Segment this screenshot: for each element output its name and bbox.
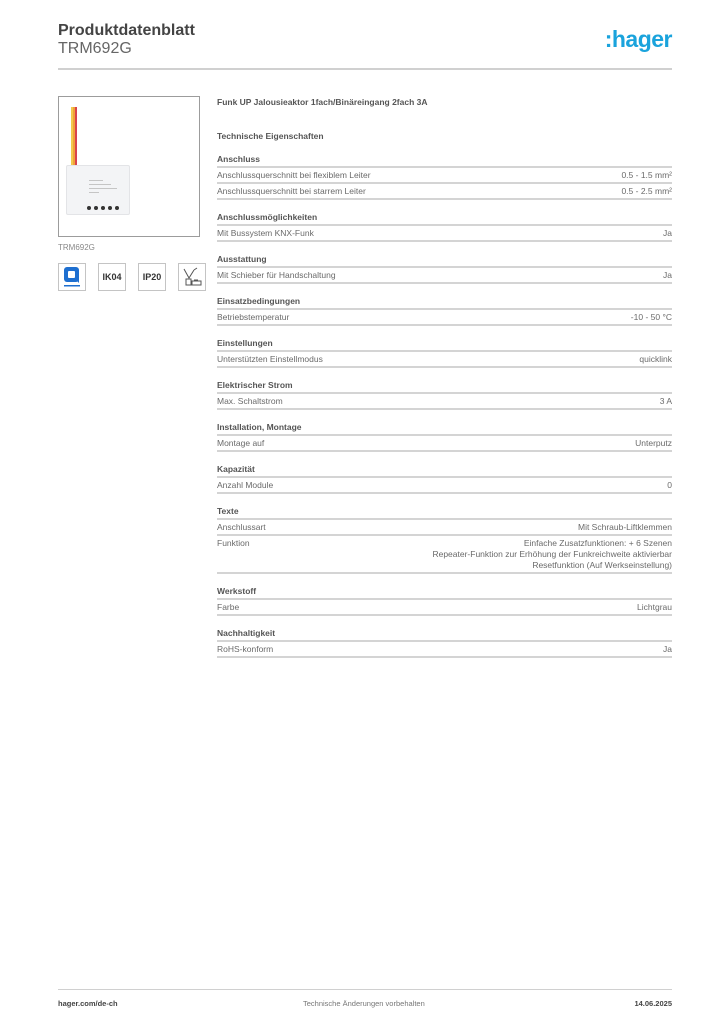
product-code: TRM692G [58,40,132,57]
spec-value: 0 [667,480,672,490]
spec-label: Mit Bussystem KNX-Funk [217,228,314,238]
header-divider [58,68,672,70]
spec-row: Max. Schaltstrom 3 A [217,394,672,410]
spec-label: Anschlussart [217,522,266,532]
spec-row: Mit Bussystem KNX-Funk Ja [217,226,672,242]
group-title: Anschlussmöglichkeiten [217,212,672,226]
spec-label: Anschlussquerschnitt bei starrem Leiter [217,186,366,196]
spec-row: Unterstützten Einstellmodus quicklink [217,352,672,368]
spec-row: Mit Schieber für Handschaltung Ja [217,268,672,284]
group-title: Einstellungen [217,338,672,352]
spec-value: Ja [663,644,672,654]
footer-notice: Technische Änderungen vorbehalten [303,999,425,1008]
spec-label: Anzahl Module [217,480,274,490]
spec-row: RoHS-konform Ja [217,642,672,658]
group-title: Kapazität [217,464,672,478]
terminal-screw [94,206,98,210]
spec-row: Anschlussquerschnitt bei flexiblem Leite… [217,168,672,184]
spec-value: Unterputz [635,438,672,448]
spec-label: Anschlussquerschnitt bei flexiblem Leite… [217,170,371,180]
spec-value: Ja [663,228,672,238]
technical-specs: Funk UP Jalousieaktor 1fach/Binäreingang… [217,96,672,658]
spec-label: Montage auf [217,438,265,448]
spec-row: Anschlussquerschnitt bei starrem Leiter 0… [217,184,672,200]
spec-label: RoHS-konform [217,644,274,654]
spec-row: Betriebstemperatur -10 - 50 °C [217,310,672,326]
spec-value: -10 - 50 °C [630,312,672,322]
spec-label: Funktion [217,538,250,548]
group-title: Ausstattung [217,254,672,268]
spec-label: Unterstützten Einstellmodus [217,354,323,364]
section-heading: Technische Eigenschaften [217,131,324,141]
spec-value: Mit Schraub-Liftklemmen [577,522,672,532]
group-title: Elektrischer Strom [217,380,672,394]
spec-row: Farbe Lichtgrau [217,600,672,616]
group-title: Nachhaltigkeit [217,628,672,642]
terminal-screw [101,206,105,210]
group-title: Anschluss [217,154,672,168]
group-title: Einsatzbedingungen [217,296,672,310]
spec-value: quicklink [639,354,672,364]
spec-label: Betriebstemperatur [217,312,290,322]
spec-value: 0.5 - 1.5 mm² [621,170,672,180]
spec-value: Einfache Zusatzfunktionen: + 6 Szenen Re… [432,538,672,570]
spec-row: Funktion Einfache Zusatzfunktionen: + 6 S… [217,536,672,574]
group-title: Werkstoff [217,586,672,600]
red-wire [75,107,77,167]
image-caption: TRM692G [58,243,95,252]
spec-value: 0.5 - 2.5 mm² [621,186,672,196]
group-title: Texte [217,506,672,520]
radio-device-icon [178,263,206,291]
footer-divider [58,989,672,990]
spec-value: Lichtgrau [637,602,672,612]
spec-value: 3 A [659,396,672,406]
spec-row: Anschlussart Mit Schraub-Liftklemmen [217,520,672,536]
quicklink-icon [58,263,86,291]
hager-logo: :hager [604,26,673,52]
spec-label: Mit Schieber für Handschaltung [217,270,336,280]
ik04-icon: IK04 [98,263,126,291]
page-header: Produktdatenblatt TRM692G :hager [58,22,673,58]
spec-value: Ja [663,270,672,280]
footer-date: 14.06.2025 [634,999,672,1008]
spec-label: Farbe [217,602,240,612]
terminal-screw [87,206,91,210]
website-link[interactable]: hager.com/de-ch [58,999,118,1008]
spec-row: Anzahl Module 0 [217,478,672,494]
product-image [58,96,200,237]
ip20-icon: IP20 [138,263,166,291]
product-name: Funk UP Jalousieaktor 1fach/Binäreingang… [217,97,428,107]
terminal-screw [108,206,112,210]
yellow-wire [71,107,73,167]
orange-wire [73,107,75,167]
terminal-screw [115,206,119,210]
group-title: Installation, Montage [217,422,672,436]
spec-label: Max. Schaltstrom [217,396,283,406]
spec-row: Montage auf Unterputz [217,436,672,452]
certification-icons: IK04 IP20 [58,263,206,291]
device-body [66,165,130,215]
page-title: Produktdatenblatt [58,22,195,39]
